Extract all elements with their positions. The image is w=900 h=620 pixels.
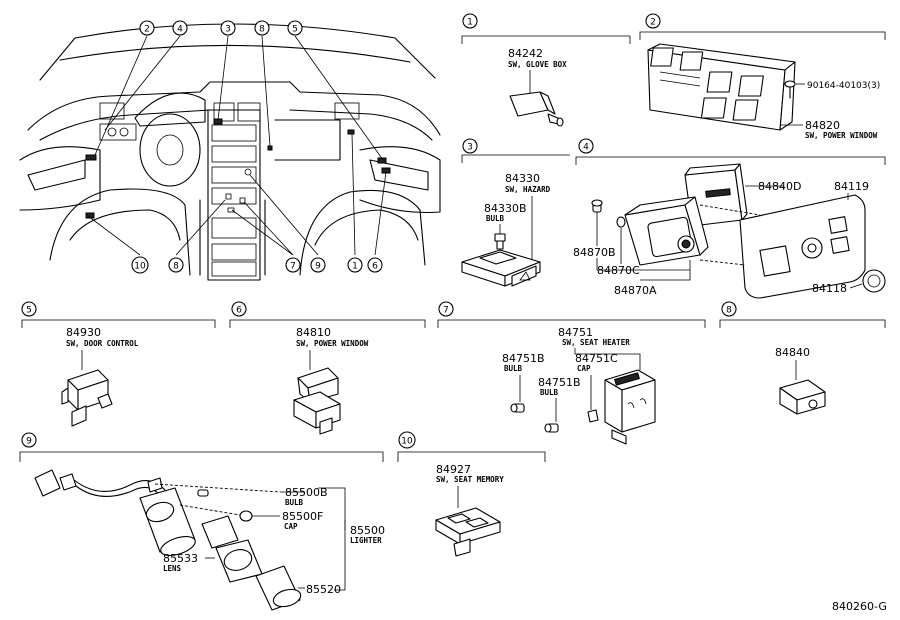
svg-text:9: 9 <box>26 437 32 447</box>
svg-text:84870C: 84870C <box>597 264 640 277</box>
callout-8: 8 <box>254 20 270 36</box>
svg-text:84118: 84118 <box>812 282 847 295</box>
callout-10: 10 <box>131 256 149 274</box>
callout-5: 5 <box>287 20 303 36</box>
svg-text:8: 8 <box>259 25 265 35</box>
callout-8b: 8 <box>168 257 184 273</box>
svg-text:84870A: 84870A <box>614 284 657 297</box>
svg-text:SW, SEAT MEMORY: SW, SEAT MEMORY <box>436 475 504 484</box>
svg-text:84242: 84242 <box>508 47 543 60</box>
svg-text:7: 7 <box>443 306 449 316</box>
svg-text:84930: 84930 <box>66 326 101 339</box>
svg-text:90164-40103(3): 90164-40103(3) <box>807 81 880 91</box>
svg-text:84820: 84820 <box>805 119 840 132</box>
svg-text:LENS: LENS <box>163 564 182 573</box>
svg-text:84751C: 84751C <box>575 352 618 365</box>
svg-text:2: 2 <box>144 25 150 35</box>
svg-text:84330: 84330 <box>505 172 540 185</box>
callout-1: 1 <box>347 257 363 273</box>
svg-text:84840D: 84840D <box>758 180 801 193</box>
svg-text:84751B: 84751B <box>502 352 545 365</box>
section-8-switch-84840: 8 84840 <box>719 301 886 415</box>
svg-text:7: 7 <box>290 262 296 272</box>
diagram-code: 840260-G <box>832 600 887 613</box>
svg-text:8: 8 <box>726 306 732 316</box>
callout-7: 7 <box>285 257 301 273</box>
callout-9: 9 <box>310 257 326 273</box>
svg-text:SW, POWER WINDOW: SW, POWER WINDOW <box>296 339 369 348</box>
svg-text:84927: 84927 <box>436 463 471 476</box>
svg-text:6: 6 <box>236 306 242 316</box>
svg-text:SW, SEAT HEATER: SW, SEAT HEATER <box>562 338 630 347</box>
svg-text:84810: 84810 <box>296 326 331 339</box>
svg-text:SW, POWER WINDOW: SW, POWER WINDOW <box>805 131 878 140</box>
section-3-hazard-switch: 3 84330 SW, HAZARD 84330B BULB <box>461 138 570 287</box>
svg-text:BULB: BULB <box>504 364 523 373</box>
callout-3: 3 <box>220 20 236 36</box>
section-6-power-window-switch: 6 84810 SW, POWER WINDOW <box>229 301 426 435</box>
svg-text:SW, DOOR CONTROL: SW, DOOR CONTROL <box>66 339 139 348</box>
svg-text:84840: 84840 <box>775 346 810 359</box>
callout-6: 6 <box>367 257 383 273</box>
svg-text:85520: 85520 <box>306 583 341 596</box>
section-9-cigarette-lighter: 9 85500B BULB 85500F CAP 85500 <box>19 432 385 611</box>
svg-text:84751B: 84751B <box>538 376 581 389</box>
svg-text:84119: 84119 <box>834 180 869 193</box>
svg-text:BULB: BULB <box>486 214 505 223</box>
svg-text:4: 4 <box>583 143 589 153</box>
svg-text:8: 8 <box>173 262 179 272</box>
svg-text:85533: 85533 <box>163 552 198 565</box>
svg-text:4: 4 <box>177 25 183 35</box>
section-5-door-control-switch: 5 84930 SW, DOOR CONTROL <box>21 301 216 427</box>
svg-text:BULB: BULB <box>540 388 559 397</box>
svg-text:84870B: 84870B <box>573 246 616 259</box>
svg-text:84751: 84751 <box>558 326 593 339</box>
svg-text:85500B: 85500B <box>285 486 328 499</box>
svg-text:5: 5 <box>26 306 32 316</box>
svg-text:3: 3 <box>467 143 473 153</box>
svg-text:1: 1 <box>467 18 473 28</box>
svg-text:CAP: CAP <box>577 364 591 373</box>
svg-text:85500F: 85500F <box>282 510 323 523</box>
svg-text:6: 6 <box>372 262 378 272</box>
section-4-mirror-switch: 4 84840D 84119 84870B 84870C 84870A <box>573 138 886 299</box>
svg-text:CAP: CAP <box>284 522 298 531</box>
svg-text:SW, GLOVE BOX: SW, GLOVE BOX <box>508 60 567 69</box>
svg-text:2: 2 <box>650 18 656 28</box>
svg-text:5: 5 <box>292 25 298 35</box>
section-1-glove-box-switch: 1 84242 SW, GLOVE BOX <box>461 13 631 127</box>
svg-text:85500: 85500 <box>350 524 385 537</box>
svg-text:9: 9 <box>315 262 321 272</box>
svg-text:BULB: BULB <box>285 498 304 507</box>
dashboard-overview: 2 4 3 8 5 10 8 7 9 1 6 <box>19 20 441 281</box>
callout-4: 4 <box>172 20 188 36</box>
section-10-seat-memory-switch: 10 84927 SW, SEAT MEMORY <box>397 431 546 557</box>
svg-text:10: 10 <box>401 437 413 447</box>
section-2-power-window-master: 2 90164-40103(3) 84820 SW, POWER WINDOW <box>639 13 886 140</box>
svg-text:SW, HAZARD: SW, HAZARD <box>505 185 551 194</box>
section-7-seat-heater-switch: 7 84751 SW, SEAT HEATER 84751B BULB 8475… <box>437 301 706 445</box>
svg-text:LIGHTER: LIGHTER <box>350 536 382 545</box>
svg-text:10: 10 <box>134 262 146 272</box>
svg-text:1: 1 <box>352 262 358 272</box>
svg-text:3: 3 <box>225 25 231 35</box>
svg-text:84330B: 84330B <box>484 202 527 215</box>
callout-2: 2 <box>139 20 155 36</box>
